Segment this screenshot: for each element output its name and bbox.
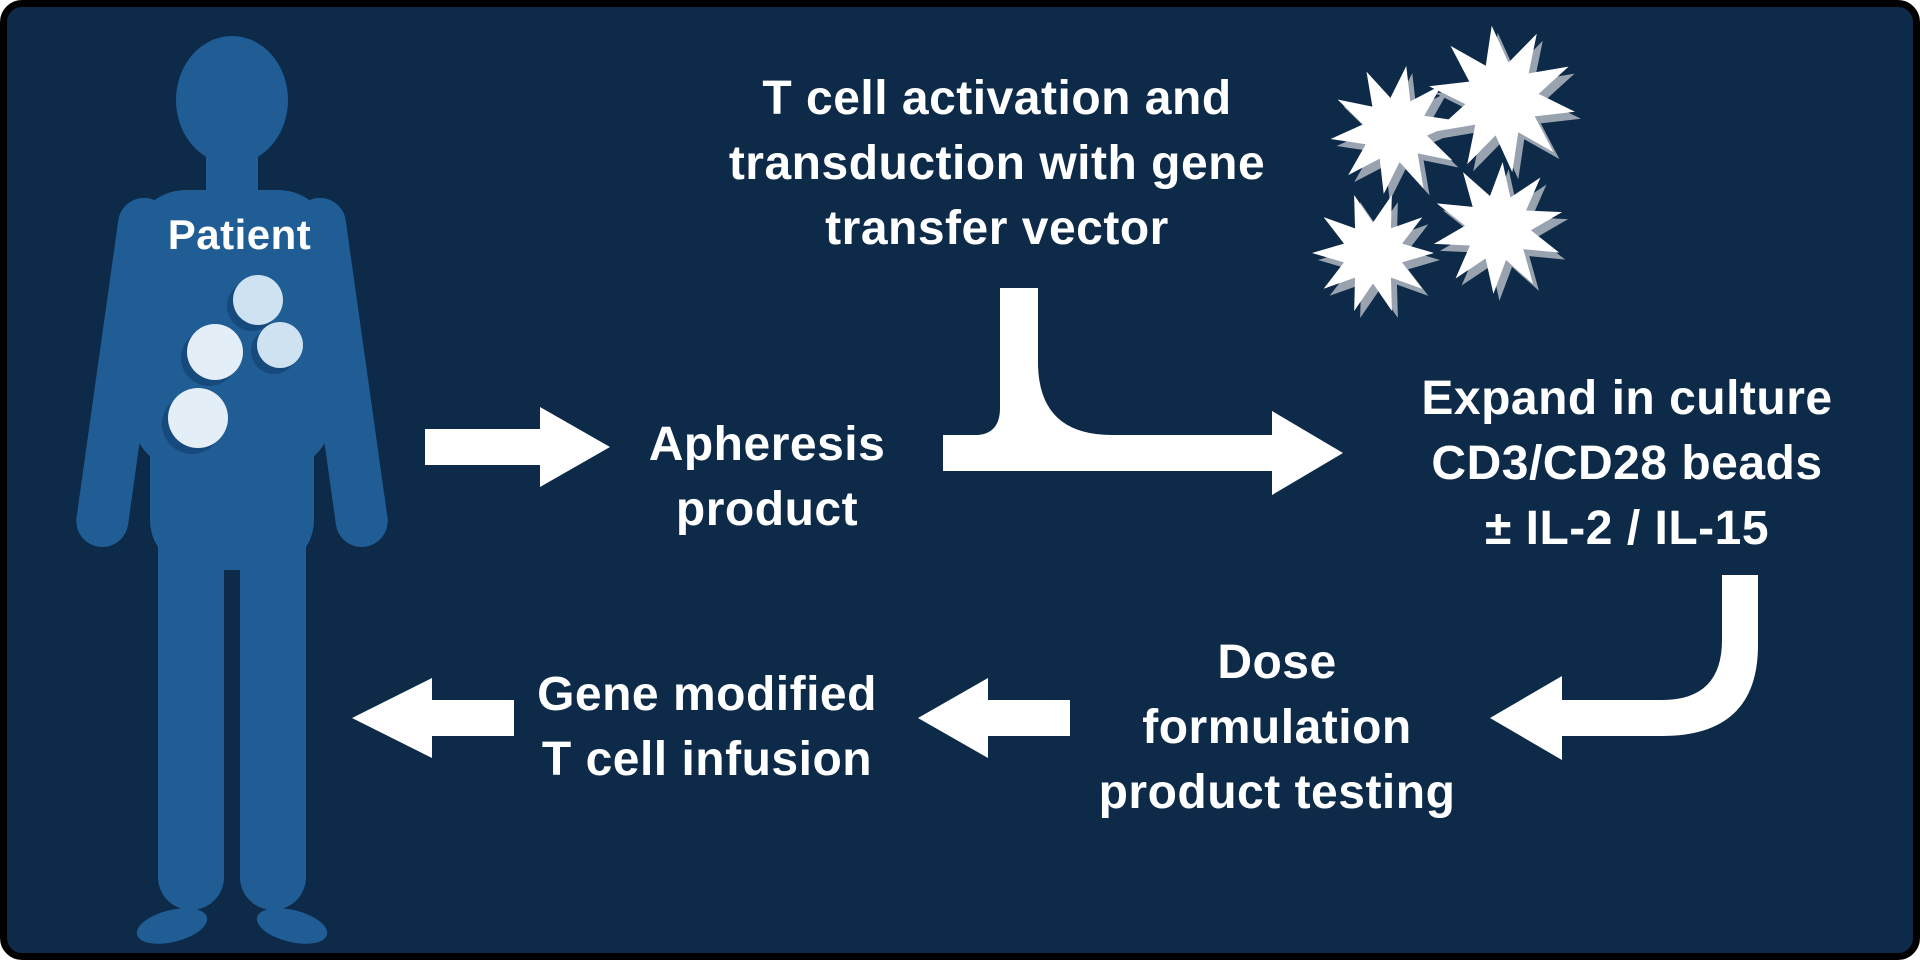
arrow-apheresis-to-expand-icon: [943, 288, 1343, 495]
burst-icon: [1430, 157, 1566, 299]
arrow-dose-to-infusion-icon: [918, 678, 1070, 758]
arrow-infusion-to-patient-icon: [352, 678, 514, 758]
dose-label-line2: formulation: [1142, 700, 1412, 754]
expand-label-line2: CD3/CD28 beads: [1431, 436, 1823, 490]
expand-label-line3: ± IL-2 / IL-15: [1484, 501, 1770, 555]
patient-label: Patient: [167, 211, 312, 258]
apheresis-label-line1: Apheresis: [648, 418, 886, 471]
dose-label: Dose formulation product testing: [1077, 631, 1477, 825]
apheresis-label: Apheresis product: [547, 413, 987, 543]
cell-icon: [233, 275, 283, 325]
arrow-expand-to-dose-icon: [1490, 575, 1758, 760]
cell-icon: [168, 388, 228, 448]
expand-label-line1: Expand in culture: [1421, 372, 1833, 425]
patient-cells: [162, 275, 303, 454]
activation-label: T cell activation and transduction with …: [647, 67, 1347, 261]
infusion-label-line2: T cell infusion: [541, 732, 873, 786]
activation-label-line3: transfer vector: [825, 201, 1169, 255]
cell-icon: [257, 322, 303, 368]
arrow-patient-to-apheresis-icon: [425, 407, 610, 487]
dose-label-line3: product testing: [1098, 765, 1456, 819]
patient-figure-icon: [76, 36, 388, 944]
activation-label-line1: T cell activation and: [762, 72, 1232, 125]
infusion-label: Gene modified T cell infusion: [477, 663, 937, 793]
expand-label: Expand in culture CD3/CD28 beads ± IL-2 …: [1392, 367, 1862, 561]
infusion-label-line1: Gene modified: [537, 668, 877, 721]
cell-icon: [187, 324, 243, 380]
apheresis-label-line2: product: [675, 482, 859, 536]
dose-label-line1: Dose: [1217, 636, 1337, 689]
flow-arrows: [352, 288, 1758, 760]
activation-label-line2: transduction with gene: [728, 136, 1266, 190]
